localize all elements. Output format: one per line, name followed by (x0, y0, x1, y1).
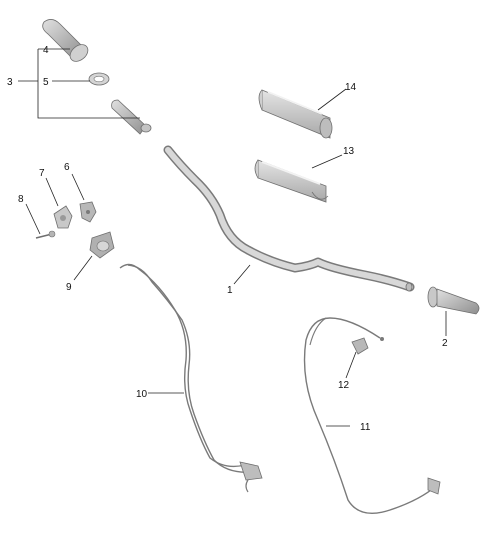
callout-3: 3 (7, 77, 13, 88)
callout-13: 13 (343, 146, 355, 157)
handlebar-pad-part (258, 89, 333, 139)
throttle-grip-part (42, 19, 89, 62)
handlebar-part (163, 145, 415, 292)
cable-clip-part (351, 337, 369, 355)
lever-bracket-part (53, 205, 73, 229)
callout-10: 10 (136, 389, 148, 400)
leader-lines (18, 48, 447, 427)
clamp-part (79, 201, 97, 223)
clutch-cable-part (303, 317, 441, 514)
callout-8: 8 (18, 194, 24, 205)
callout-9: 9 (66, 282, 72, 293)
callout-5: 5 (43, 77, 49, 88)
callout-6: 6 (64, 162, 70, 173)
bolt-part (35, 230, 56, 239)
crossbar-pad-part (254, 159, 329, 203)
callout-1: 1 (227, 285, 233, 296)
right-grip-part (427, 286, 480, 315)
throttle-tube-part (111, 99, 152, 135)
callout-labels: 1 2 3 4 5 6 7 8 9 10 11 12 13 14 (7, 45, 448, 433)
callout-12: 12 (338, 380, 350, 391)
callout-4: 4 (43, 45, 49, 56)
switch-housing-part (89, 231, 115, 259)
callout-11: 11 (360, 422, 371, 433)
throttle-cables-part (119, 263, 263, 493)
callout-14: 14 (345, 82, 357, 93)
washer-part (88, 72, 110, 86)
callout-2: 2 (442, 338, 448, 349)
callout-7: 7 (39, 168, 45, 179)
